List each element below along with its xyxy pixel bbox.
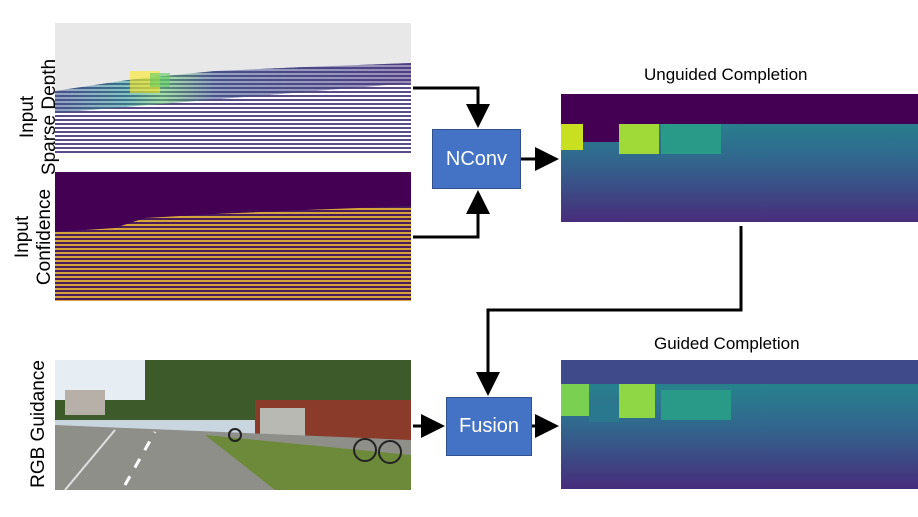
- arrow-sparse-to-nconv: [413, 86, 490, 128]
- input-confidence-image: [55, 172, 411, 301]
- sparse-depth-image: [55, 23, 411, 154]
- unguided-completion-image: [561, 94, 918, 222]
- arrow-confidence-to-nconv: [413, 190, 490, 239]
- arrow-unguided-to-fusion: [476, 226, 743, 396]
- guided-completion-image: [561, 360, 918, 489]
- rgb-svg: [55, 360, 411, 490]
- unguided-completion-title: Unguided Completion: [644, 65, 808, 84]
- confidence-svg: [55, 172, 411, 301]
- sparse-depth-svg: [55, 23, 411, 154]
- guided-completion-title: Guided Completion: [654, 334, 800, 353]
- nconv-block: NConv: [432, 129, 521, 189]
- rgb-guidance-image: [55, 360, 411, 490]
- fusion-block: Fusion: [446, 397, 532, 456]
- unguided-svg: [561, 94, 918, 222]
- guided-svg: [561, 360, 918, 489]
